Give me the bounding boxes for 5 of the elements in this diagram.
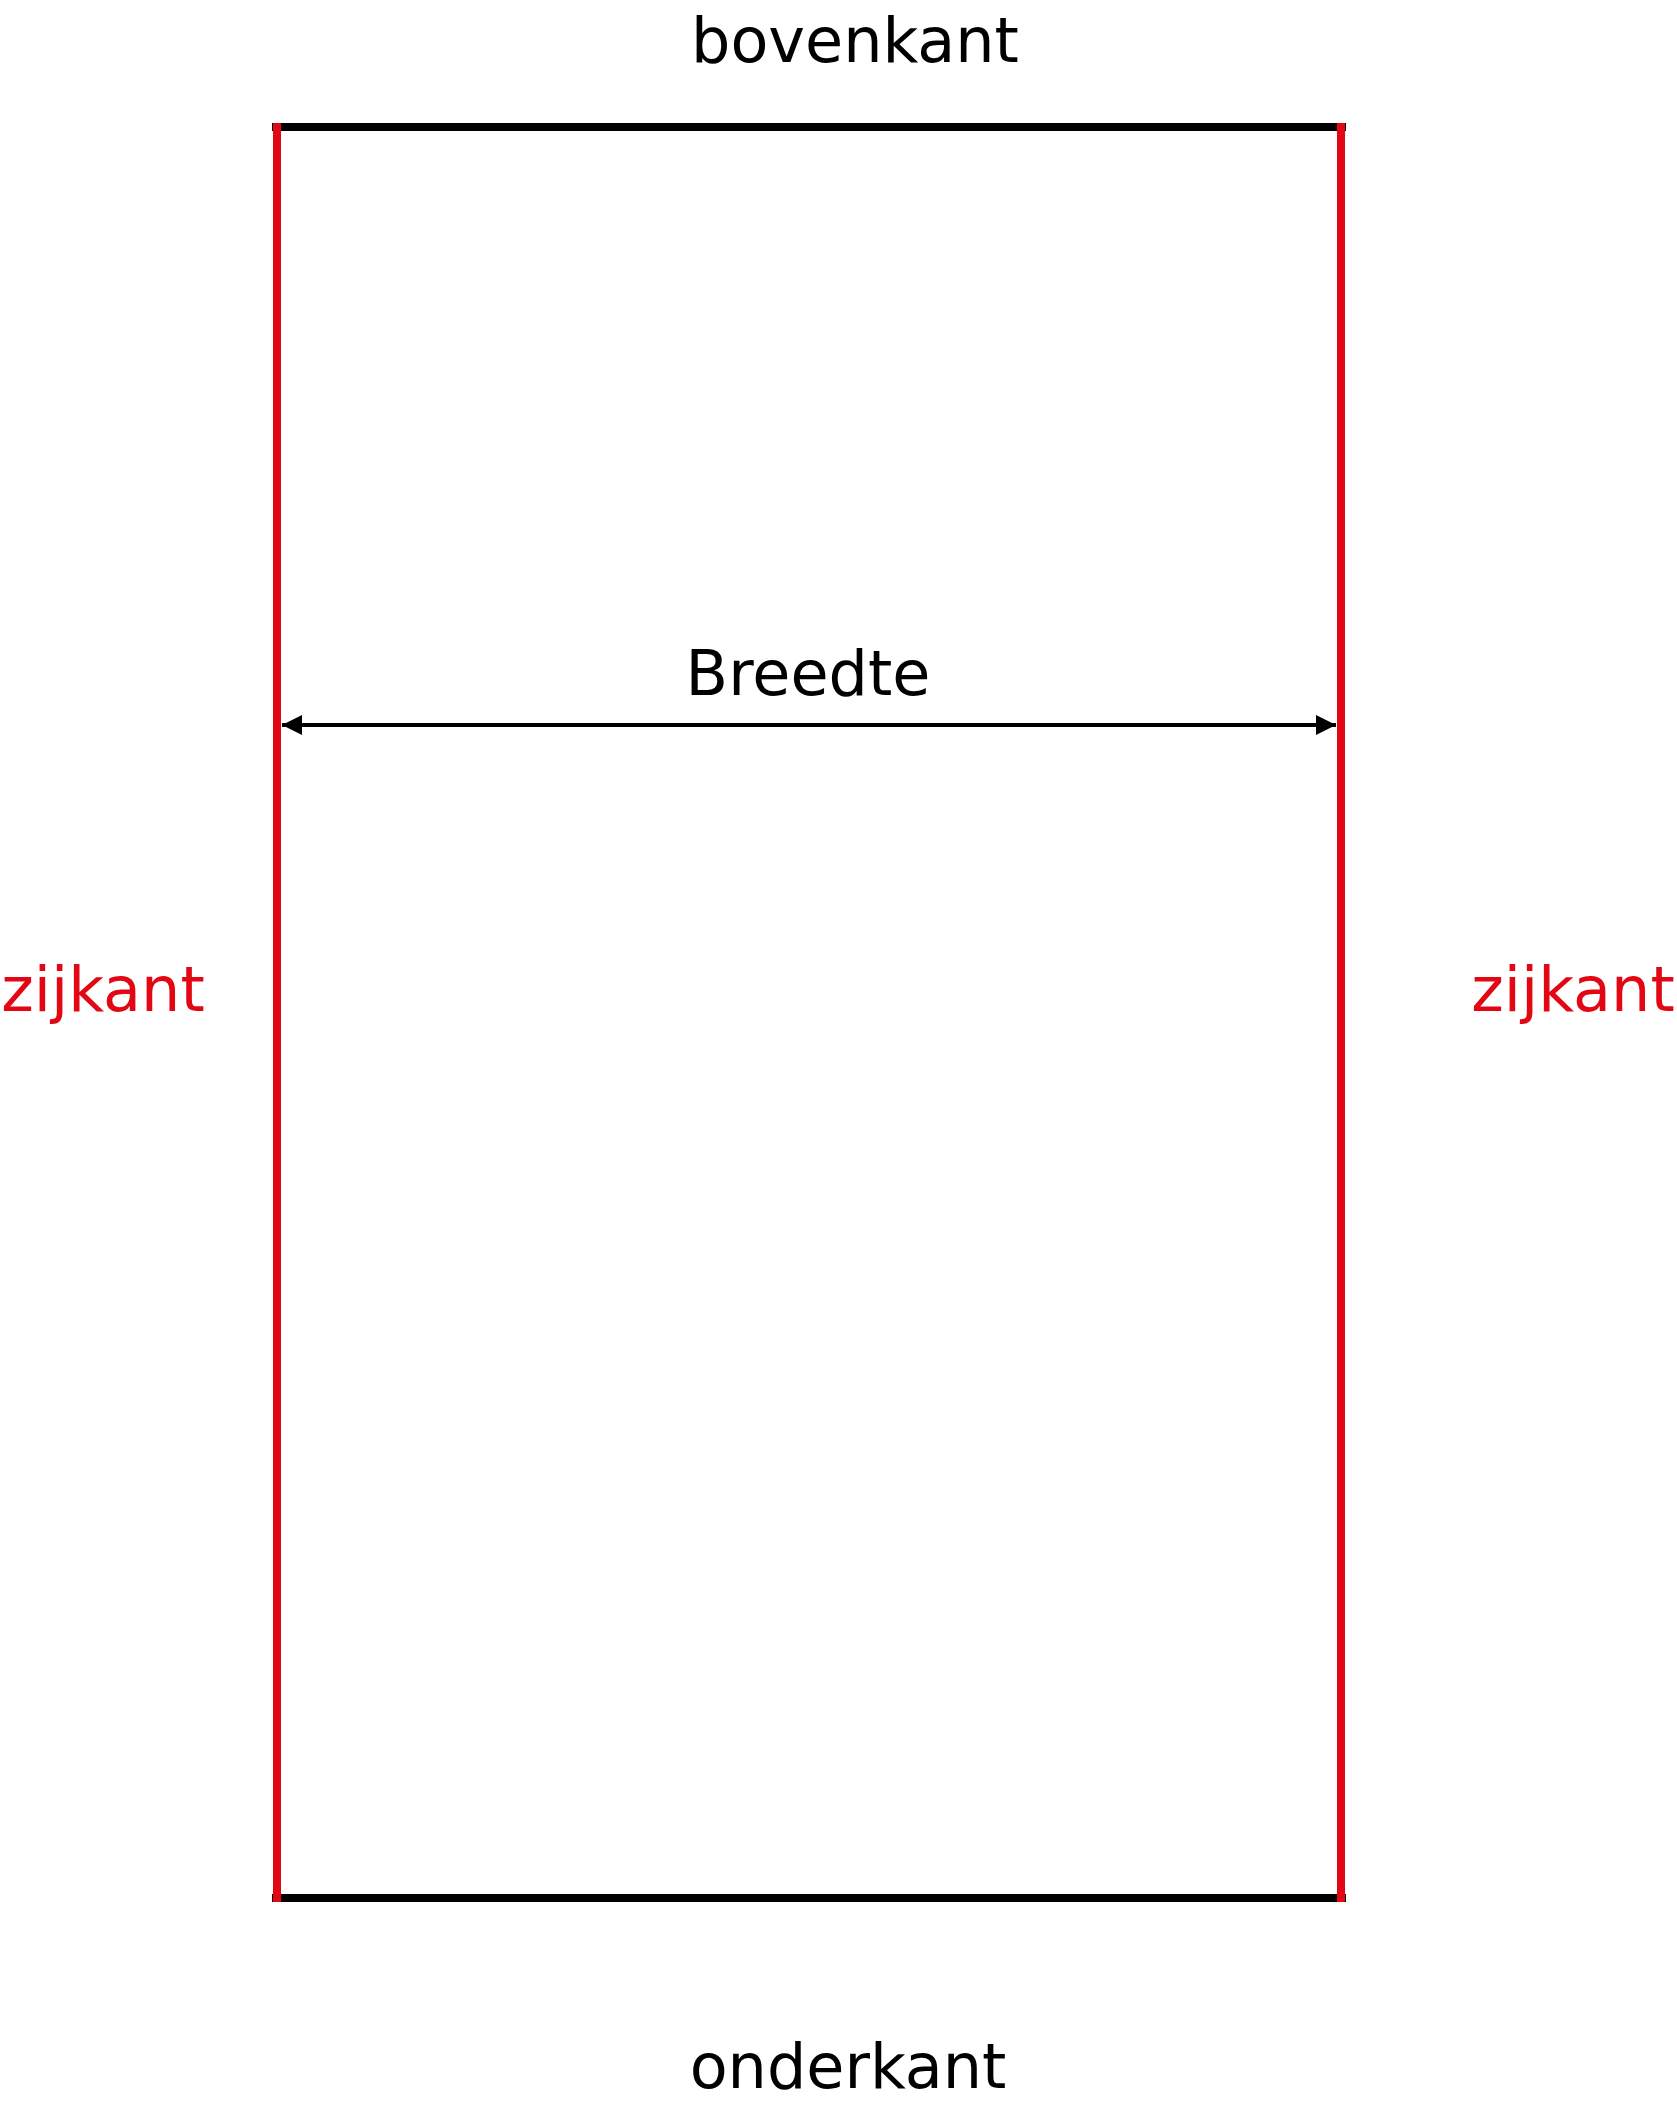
side-label: bovenkant bbox=[691, 3, 1019, 77]
side-label: zijkant bbox=[1471, 952, 1675, 1026]
side-label: onderkant bbox=[689, 2029, 1007, 2103]
side-label: zijkant bbox=[1, 952, 205, 1026]
dimension-label: Breedte bbox=[685, 636, 931, 710]
